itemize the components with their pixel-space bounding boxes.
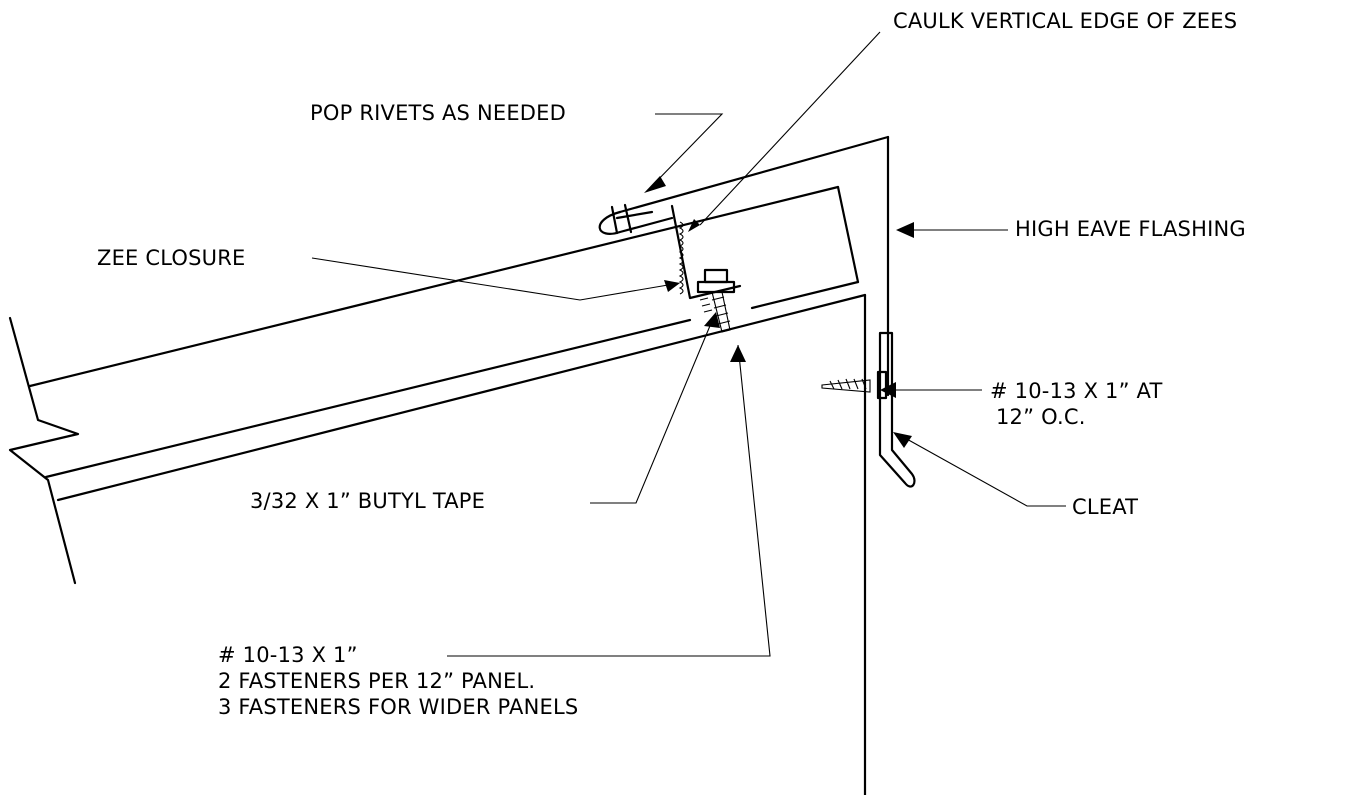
leader-lines: [311, 31, 1066, 657]
panel-rib-line-2: [56, 293, 867, 502]
label-cleat-fastener: # 10-13 X 1” AT 12” O.C.: [990, 378, 1163, 430]
label-cleat-fastener-line1: # 10-13 X 1” AT: [990, 379, 1163, 403]
label-cleat: CLEAT: [1072, 495, 1139, 519]
butyl-tape-marks: [699, 297, 713, 313]
arrow-heads: [644, 176, 914, 448]
panel-end-bottom: [750, 280, 860, 310]
label-panel-fastener-line2: 2 FASTENERS PER 12” PANEL.: [218, 669, 536, 693]
caulk-bead: [678, 221, 684, 295]
zee-closure-shape: [670, 204, 742, 300]
label-panel-fastener-line1: # 10-13 X 1”: [218, 643, 358, 667]
label-high-eave-flashing: HIGH EAVE FLASHING: [1015, 217, 1246, 241]
panel-rib-line-1: [44, 318, 692, 479]
panel-top-line: [28, 185, 840, 388]
panel-fastener: [696, 268, 736, 333]
flashing-slope: [618, 135, 890, 214]
label-butyl-tape: 3/32 X 1” BUTYL TAPE: [250, 489, 486, 513]
cleat-shape: [878, 331, 916, 488]
panel-end-line: [836, 185, 860, 284]
pop-rivet: [610, 203, 654, 235]
flashing-hem: [598, 210, 674, 235]
label-panel-fastener: # 10-13 X 1” 2 FASTENERS PER 12” PANEL. …: [218, 642, 578, 720]
label-panel-fastener-line3: 3 FASTENERS FOR WIDER PANELS: [218, 695, 579, 719]
cleat-fastener: [821, 370, 888, 400]
label-zee-closure: ZEE CLOSURE: [97, 246, 246, 270]
break-line: [8, 316, 80, 585]
label-caulk-vertical-edge: CAULK VERTICAL EDGE OF ZEES: [893, 9, 1238, 33]
label-cleat-fastener-line2: 12” O.C.: [996, 405, 1086, 429]
label-pop-rivets: POP RIVETS AS NEEDED: [310, 101, 567, 125]
